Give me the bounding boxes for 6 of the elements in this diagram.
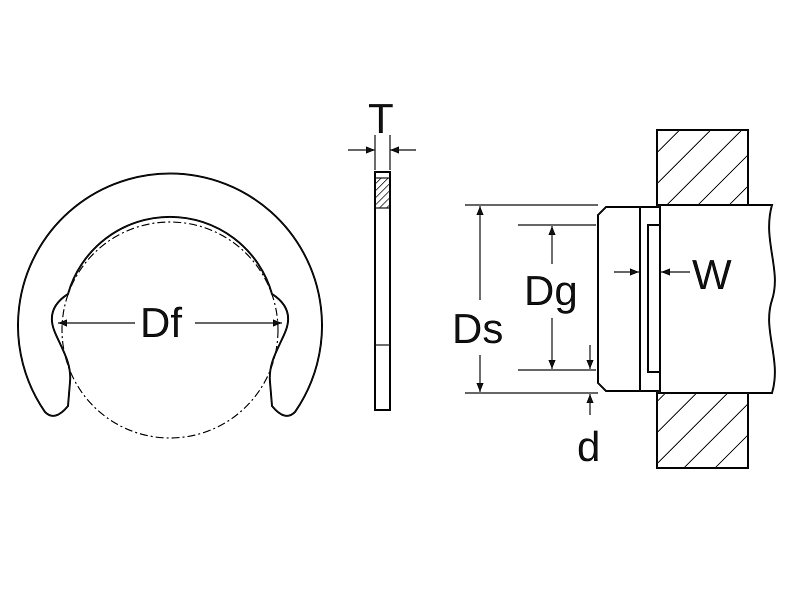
- dimension-label: Dg: [524, 270, 578, 312]
- dimension-label: Ds: [452, 308, 504, 350]
- dimension-label: Df: [140, 302, 182, 344]
- dimension-label: W: [692, 254, 732, 296]
- dimension-label: T: [368, 98, 394, 140]
- dimension-label: d: [577, 426, 600, 468]
